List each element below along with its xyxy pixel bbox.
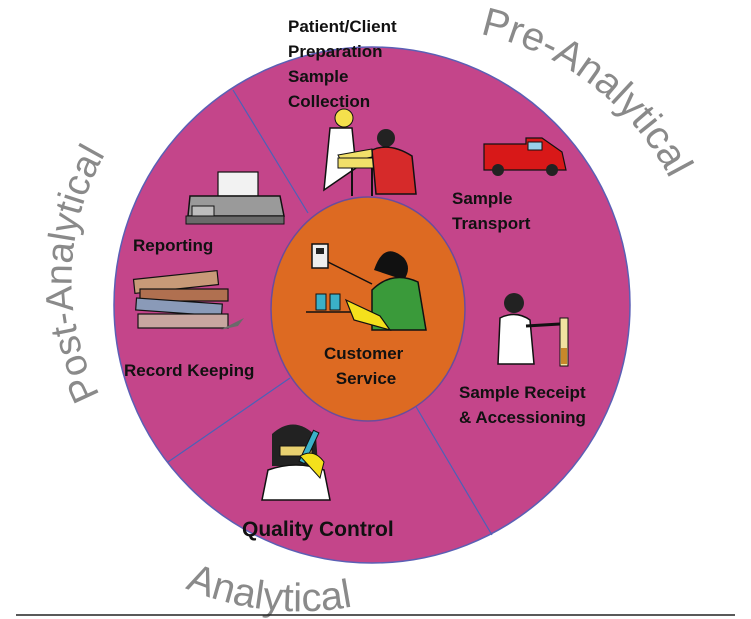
svg-text:Customer Service: Customer Service bbox=[324, 344, 408, 388]
svg-text:Analytical: Analytical bbox=[182, 555, 355, 619]
svg-text:Post-Analytical: Post-Analytical bbox=[38, 138, 113, 409]
nurse-patient-icon bbox=[323, 108, 417, 196]
book-stack-icon bbox=[132, 269, 244, 330]
phone-operator-icon bbox=[306, 243, 427, 332]
receipt-label-line: Sample Receipt bbox=[459, 383, 586, 402]
receipt-label-line: & Accessioning bbox=[459, 408, 586, 427]
post-analytical-label: Post-Analytical bbox=[38, 138, 113, 409]
reporting-label: Reporting bbox=[133, 236, 213, 255]
lab-technician-icon bbox=[497, 293, 569, 367]
svg-text:Sample Transport: Sample Transport bbox=[452, 189, 531, 233]
transport-label-line: Sample bbox=[452, 189, 512, 208]
center-label-line: Customer bbox=[324, 344, 404, 363]
divider-line bbox=[414, 404, 493, 536]
record-keeping-label: Record Keeping bbox=[124, 361, 254, 380]
divider-line bbox=[167, 377, 291, 463]
scientist-test-tubes-icon bbox=[261, 424, 331, 501]
quality-control-label: Quality Control bbox=[242, 518, 394, 541]
transport-label-line: Transport bbox=[452, 214, 531, 233]
collection-label-line: Preparation bbox=[288, 42, 382, 61]
collection-label-line: Sample bbox=[288, 67, 348, 86]
collection-label-line: Collection bbox=[288, 92, 370, 111]
center-label-line: Service bbox=[336, 369, 397, 388]
van-icon bbox=[483, 137, 567, 176]
divider-line bbox=[232, 89, 309, 214]
fax-machine-icon bbox=[185, 171, 285, 225]
analytical-label: Analytical bbox=[182, 555, 355, 619]
svg-text:Patient/Client Preparation: Patient/Client Preparation Sample Collec… bbox=[288, 17, 401, 111]
svg-text:Sample Receipt & Accession: Sample Receipt & Accessioning bbox=[459, 383, 590, 427]
collection-label-line: Patient/Client bbox=[288, 17, 397, 36]
